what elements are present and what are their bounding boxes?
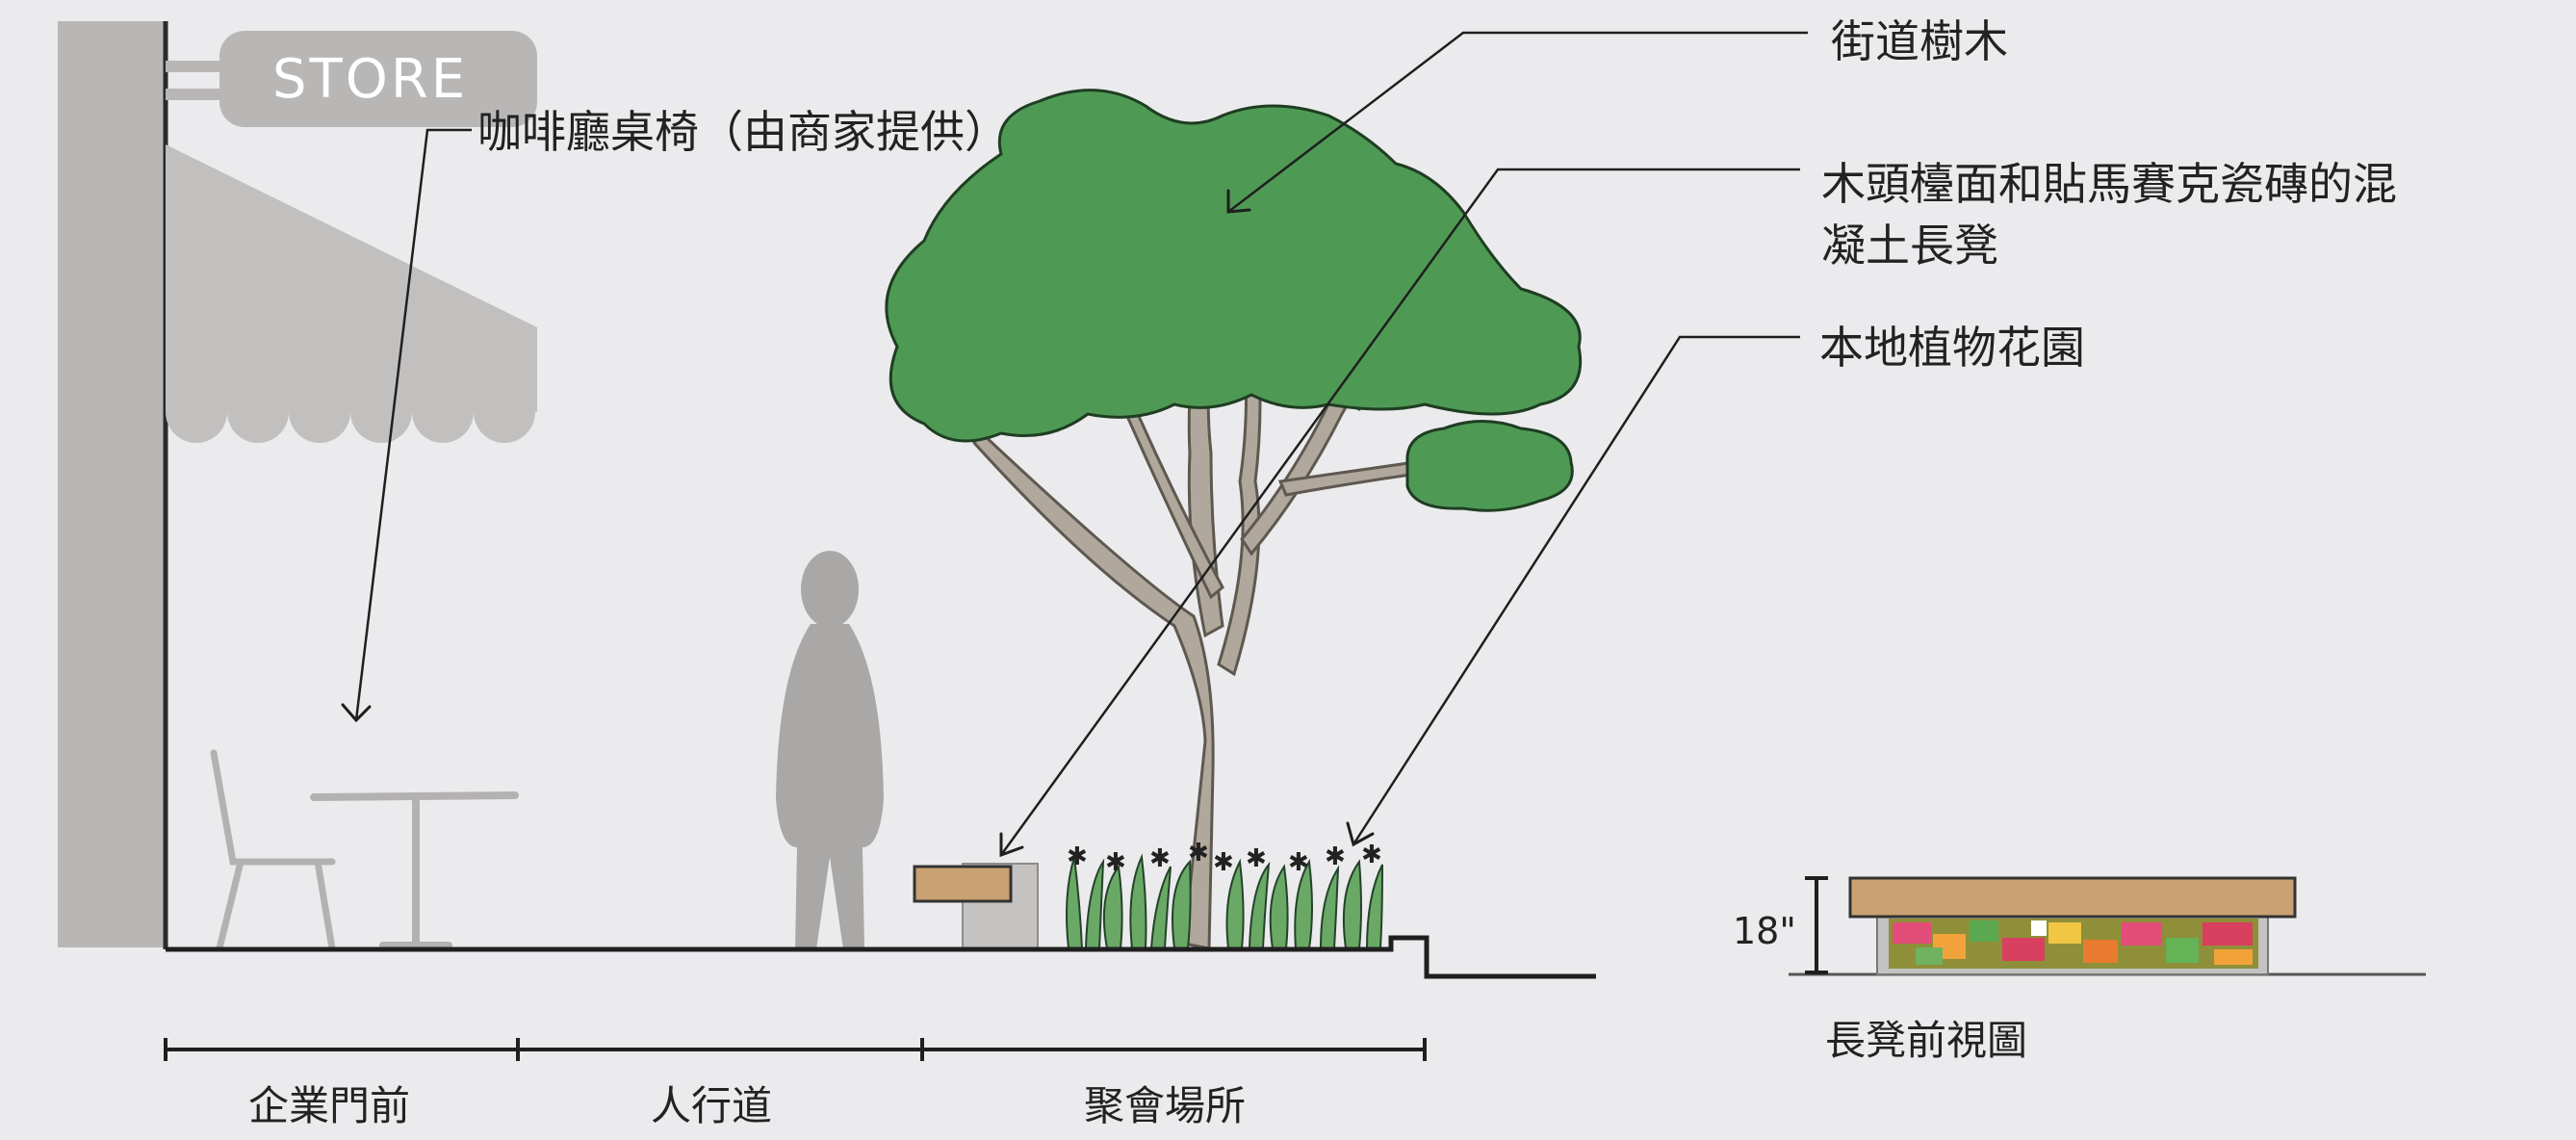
- street-tree-label: 街道樹木: [1831, 15, 2008, 67]
- store-sign: [219, 31, 537, 127]
- cafe-table: [310, 791, 519, 949]
- svg-text:✱: ✱: [1213, 848, 1234, 877]
- tree-canopy-small: [1405, 420, 1574, 512]
- bench-label-line1: 木頭檯面和貼馬賽克瓷磚的混: [1821, 158, 2397, 210]
- svg-text:✱: ✱: [1105, 848, 1126, 877]
- bench-front-view: [1789, 876, 2426, 976]
- svg-text:✱: ✱: [1325, 842, 1346, 871]
- sign-bracket: [166, 61, 223, 72]
- awning: [166, 144, 537, 412]
- sign-bracket: [166, 89, 223, 100]
- zone-label-sidewalk: 人行道: [651, 1082, 773, 1129]
- pedestrian-silhouette: [776, 551, 884, 949]
- cafe-chair: [210, 749, 336, 952]
- zone-label-gathering-space: 聚會場所: [1084, 1082, 1247, 1129]
- svg-text:✱: ✱: [1149, 844, 1171, 873]
- native-plant-garden: ✱✱ ✱✱ ✱✱ ✱✱ ✱: [1066, 839, 1383, 949]
- ground-line: [166, 935, 1596, 979]
- mosaic-tiles: [1893, 920, 2253, 965]
- bench-height-dimension: 18": [1733, 910, 1796, 952]
- svg-text:✱: ✱: [1188, 839, 1209, 868]
- svg-text:✱: ✱: [1361, 841, 1382, 869]
- store-sign-text: STORE: [272, 48, 469, 111]
- svg-text:✱: ✱: [1246, 844, 1267, 873]
- native-garden-label: 本地植物花園: [1819, 322, 2085, 374]
- callout-arrowheads: [341, 189, 1375, 858]
- bench-front-view-caption: 長凳前視圖: [1825, 1017, 2028, 1064]
- svg-text:✱: ✱: [1067, 842, 1088, 871]
- bench-label-line2: 凝土長凳: [1821, 220, 1998, 272]
- tree-canopy: [885, 89, 1583, 443]
- bench-wood-top: [913, 865, 1013, 903]
- cafe-furniture-label: 咖啡廳桌椅（由商家提供）: [477, 106, 1009, 158]
- zone-label-business-frontage: 企業門前: [248, 1082, 411, 1129]
- svg-text:✱: ✱: [1288, 848, 1309, 877]
- callout-leaders: [354, 31, 1808, 856]
- zone-dimension-line: [164, 1038, 1427, 1061]
- building-wall: [58, 21, 164, 947]
- awning-scallops: [166, 412, 535, 443]
